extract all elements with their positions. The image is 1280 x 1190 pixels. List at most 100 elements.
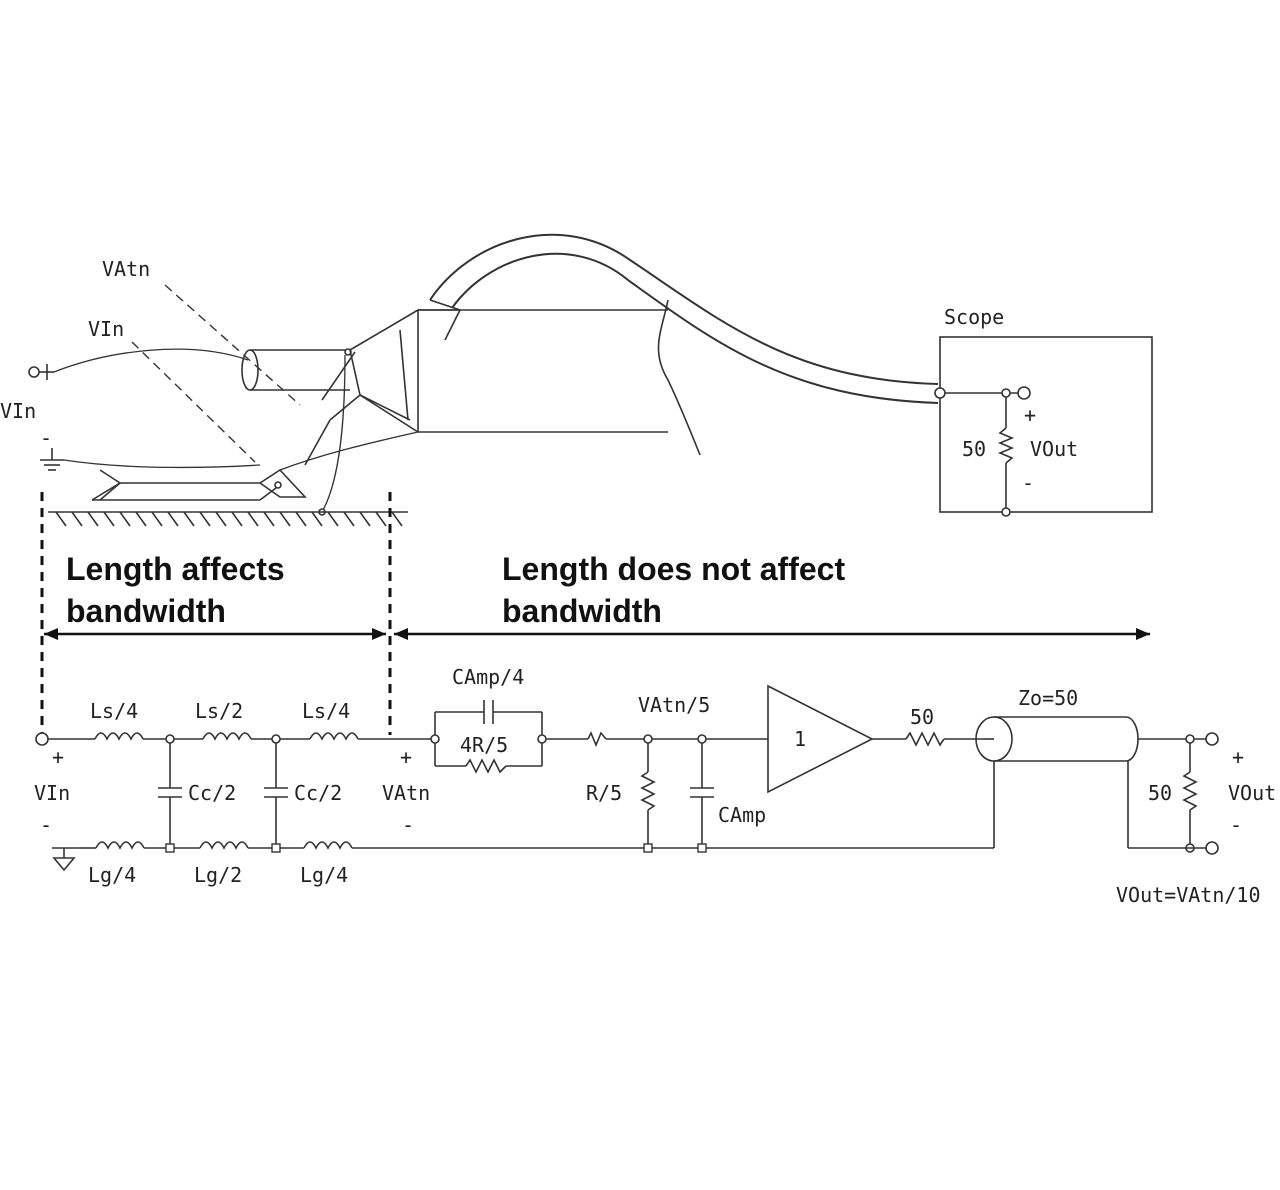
source-minus: - (40, 426, 52, 450)
ground-hatch-mark (87, 511, 99, 527)
physical-probe-drawing: VIn - VAtn VIn (0, 233, 939, 527)
ground-hatch-mark (279, 511, 291, 527)
amplifier-icon (767, 684, 874, 794)
not-affect-label-line2: bandwidth (502, 593, 662, 629)
ground-icon (40, 448, 64, 471)
vatn-minus: - (402, 813, 414, 837)
ground-hatch-mark (231, 511, 243, 527)
scope-resistor-label: 50 (962, 437, 986, 461)
ground-hatch-mark (103, 511, 115, 527)
scope-plus: + (1024, 403, 1036, 427)
vout-plus: + (1232, 745, 1244, 769)
lg2-label: Lg/2 (194, 863, 242, 887)
capacitor-camp4 (434, 700, 543, 735)
vout-equation: VOut=VAtn/10 (1116, 883, 1261, 907)
ground-hatch-mark (359, 511, 371, 527)
capacitor-cc2-right (264, 743, 288, 845)
ground-hatch-mark (55, 511, 67, 527)
probe-body (304, 299, 461, 466)
scope-output-terminal (1017, 386, 1031, 400)
cc2-right-label: Cc/2 (294, 781, 342, 805)
inductor-lg4-right (303, 841, 353, 850)
ground-plane (48, 511, 408, 527)
camp4-label: CAmp/4 (452, 665, 524, 689)
ground-hatch-mark (199, 511, 211, 527)
scope-box: Scope 50 VOut + - (934, 305, 1153, 517)
series50-label: 50 (910, 705, 934, 729)
inductor-ls2 (202, 732, 252, 741)
ground-clip-lead (279, 431, 419, 471)
vout-minus: - (1230, 813, 1242, 837)
inductor-ls4-left (94, 732, 144, 741)
ground-hatch-mark (263, 511, 275, 527)
probe-tip-wire (53, 348, 249, 373)
ground-hatch-mark (311, 511, 323, 527)
load50-label: 50 (1148, 781, 1172, 805)
vin-plus: + (52, 745, 64, 769)
lg4-left-label: Lg/4 (88, 863, 136, 887)
vatn-plus: + (400, 745, 412, 769)
ground-hatch-mark (343, 511, 355, 527)
scope-resistor (997, 427, 1015, 464)
not-affect-label-line1: Length does not affect (502, 551, 845, 587)
ground-hatch-mark (391, 511, 403, 527)
vout-label: VOut (1228, 781, 1276, 805)
series-resistor-small (587, 731, 607, 748)
affects-arrow (44, 628, 386, 640)
ground-hatch-mark (71, 511, 83, 527)
region-markers: Length affects bandwidth Length does not… (40, 492, 1150, 735)
cc2-left-label: Cc/2 (188, 781, 236, 805)
probe-tip-cylinder (241, 348, 352, 391)
inductor-ls4-right (309, 732, 359, 741)
source-vin-label: VIn (0, 399, 36, 423)
ground-hatch-mark (375, 511, 387, 527)
ground-hatch-mark (327, 511, 339, 527)
ls2-label: Ls/2 (195, 699, 243, 723)
affects-label-line1: Length affects (66, 551, 285, 587)
ground-lead (321, 354, 346, 513)
scope-minus: - (1022, 471, 1034, 495)
vatn5-label: VAtn/5 (638, 693, 710, 717)
ground-wire (63, 459, 261, 469)
capacitor-camp (690, 743, 714, 845)
vout-terminal-minus (1205, 841, 1219, 855)
scope-vout-label: VOut (1030, 437, 1078, 461)
ground-hatch-mark (295, 511, 307, 527)
r5-label: R/5 (586, 781, 622, 805)
r4r5-label: 4R/5 (460, 733, 508, 757)
vatn-label: VAtn (382, 781, 430, 805)
resistor-load-50 (1182, 743, 1198, 845)
amplifier-gain-label: 1 (794, 727, 806, 751)
scope-title: Scope (944, 305, 1004, 329)
inductor-lg2 (199, 841, 249, 850)
probe-housing (418, 299, 701, 456)
ground-icon (52, 847, 80, 872)
equivalent-circuit: + VIn - Ls/4 Ls/2 Ls/4 Cc/2 Cc/2 (34, 665, 1276, 907)
resistor-r5 (640, 743, 656, 845)
circuit-board (91, 468, 326, 516)
vin-callout-label: VIn (88, 317, 124, 341)
inductor-lg4-left (95, 841, 145, 850)
resistor-series-50 (905, 731, 945, 747)
vin-label: VIn (34, 781, 70, 805)
zo-label: Zo=50 (1018, 686, 1078, 710)
vatn-callout-line (164, 284, 301, 406)
ground-hatch-mark (135, 511, 147, 527)
lg4-right-label: Lg/4 (300, 863, 348, 887)
ls4-left-label: Ls/4 (90, 699, 138, 723)
vin-minus: - (40, 813, 52, 837)
ground-hatch-mark (119, 511, 131, 527)
ground-hatch-mark (183, 511, 195, 527)
source-terminal (28, 366, 40, 378)
camp-label: CAmp (718, 803, 766, 827)
ground-hatch-mark (215, 511, 227, 527)
ls4-right-label: Ls/4 (302, 699, 350, 723)
vin-terminal (35, 732, 49, 746)
capacitor-cc2-left (158, 743, 182, 845)
vatn-callout-label: VAtn (102, 257, 150, 281)
affects-label-line2: bandwidth (66, 593, 226, 629)
vin-callout-line (131, 341, 256, 463)
not-affect-arrow (394, 628, 1150, 640)
resistor-4r5 (434, 743, 543, 774)
